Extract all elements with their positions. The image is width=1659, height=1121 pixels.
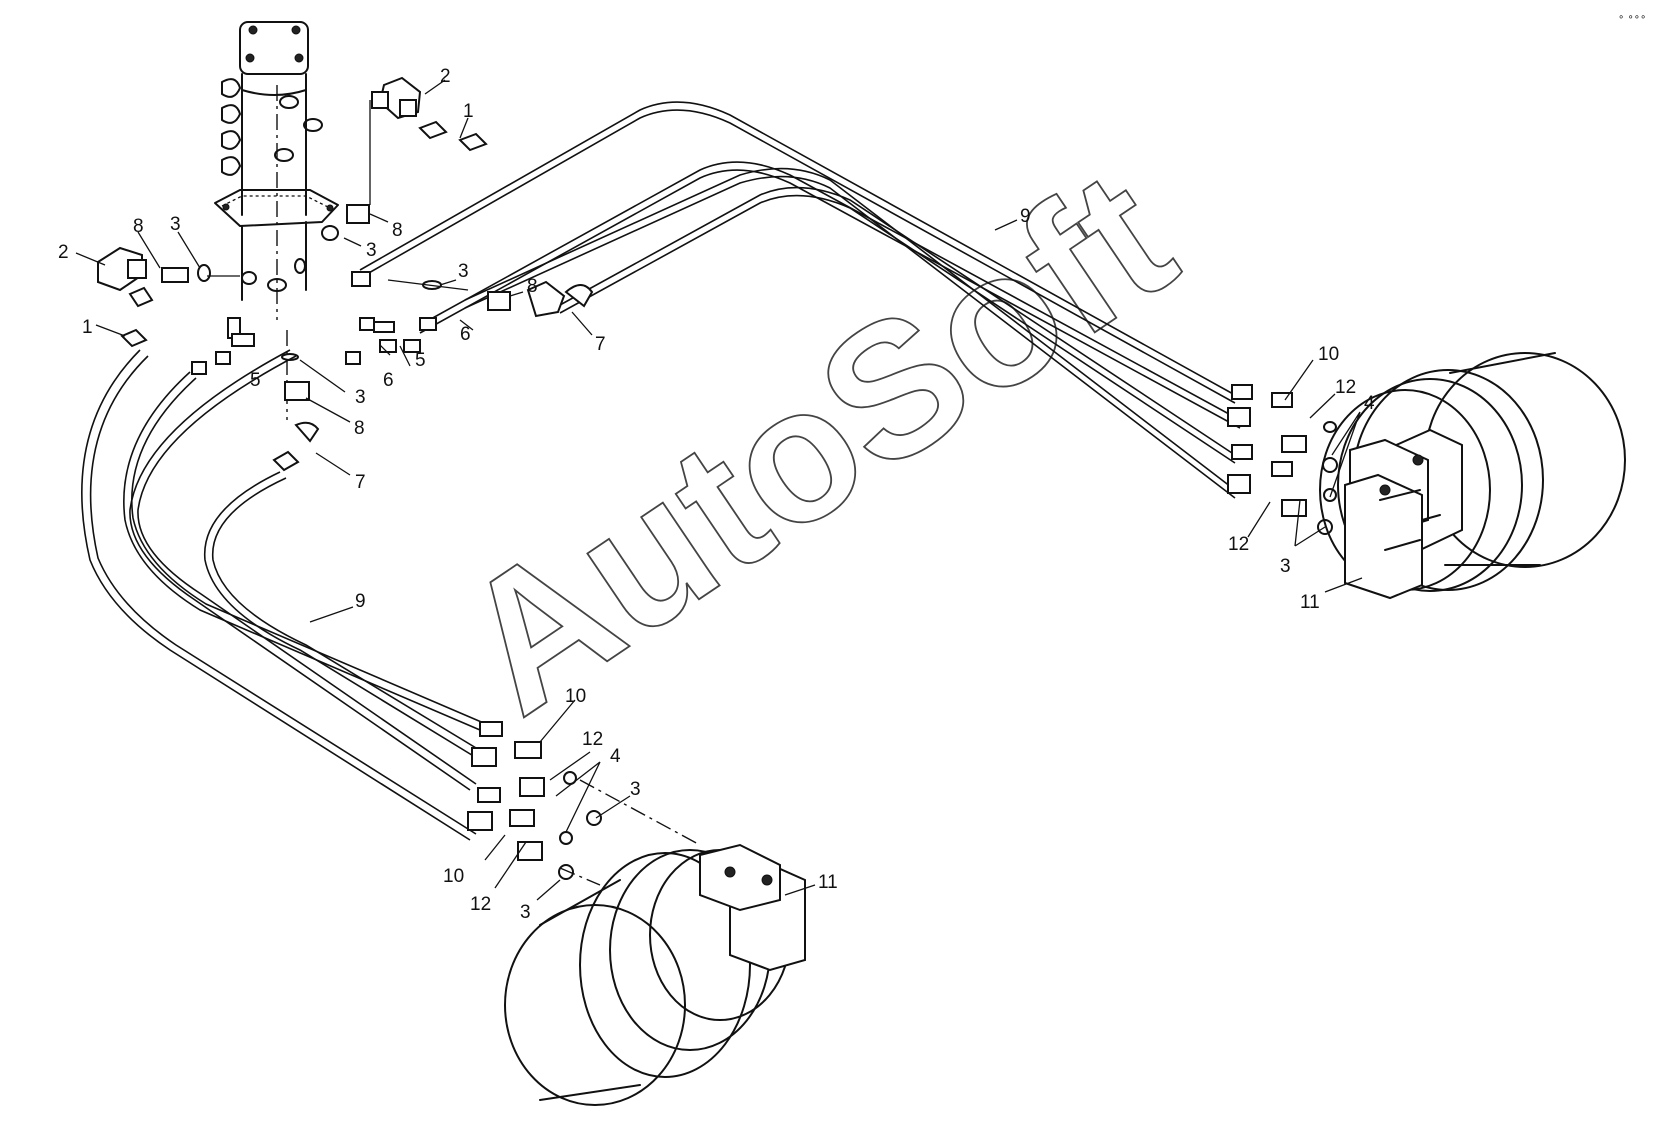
callout-9: 9 [355,591,366,612]
callout-6: 6 [383,370,394,391]
callout-labels: 2 1 8 3 9 2 8 3 1 3 8 6 7 5 6 5 3 8 7 9 … [58,66,1375,923]
callout-10: 10 [1318,344,1339,365]
callout-4: 4 [1364,393,1375,414]
travel-motor-right [1319,352,1626,600]
swivel-fittings [97,76,594,472]
callout-4: 4 [610,746,621,767]
watermark: AutoSoft [424,130,1207,754]
callout-2: 2 [58,242,69,263]
callout-3: 3 [366,240,377,261]
callout-2: 2 [440,66,451,87]
callout-8: 8 [354,418,365,439]
callout-3: 3 [355,387,366,408]
callout-8: 8 [392,220,403,241]
corner-mark: ∘ ∘∘∘ [1618,12,1646,23]
callout-5: 5 [415,350,426,371]
callout-3: 3 [630,779,641,800]
leader-lines [75,79,1363,901]
callout-1: 1 [82,317,93,338]
callout-7: 7 [595,334,606,355]
callout-3: 3 [520,902,531,923]
callout-11: 11 [1300,592,1320,613]
right-fittings [1227,384,1338,535]
callout-7: 7 [355,472,366,493]
callout-3: 3 [458,261,469,282]
callout-8: 8 [527,276,538,297]
callout-3: 3 [1280,556,1291,577]
callout-10: 10 [565,686,586,707]
callout-1: 1 [463,101,474,122]
callout-11: 11 [818,872,838,893]
callout-9: 9 [1020,206,1031,227]
callout-5: 5 [250,370,261,391]
callout-6: 6 [460,324,471,345]
travel-motor-left [504,843,806,1106]
callout-12: 12 [582,729,603,750]
long-hoses [81,101,1241,841]
callout-8: 8 [133,216,144,237]
callout-12: 12 [1335,377,1356,398]
callout-10: 10 [443,866,464,887]
callout-3: 3 [170,214,181,235]
callout-12: 12 [1228,534,1249,555]
swivel-joint [214,21,339,420]
callout-12: 12 [470,894,491,915]
